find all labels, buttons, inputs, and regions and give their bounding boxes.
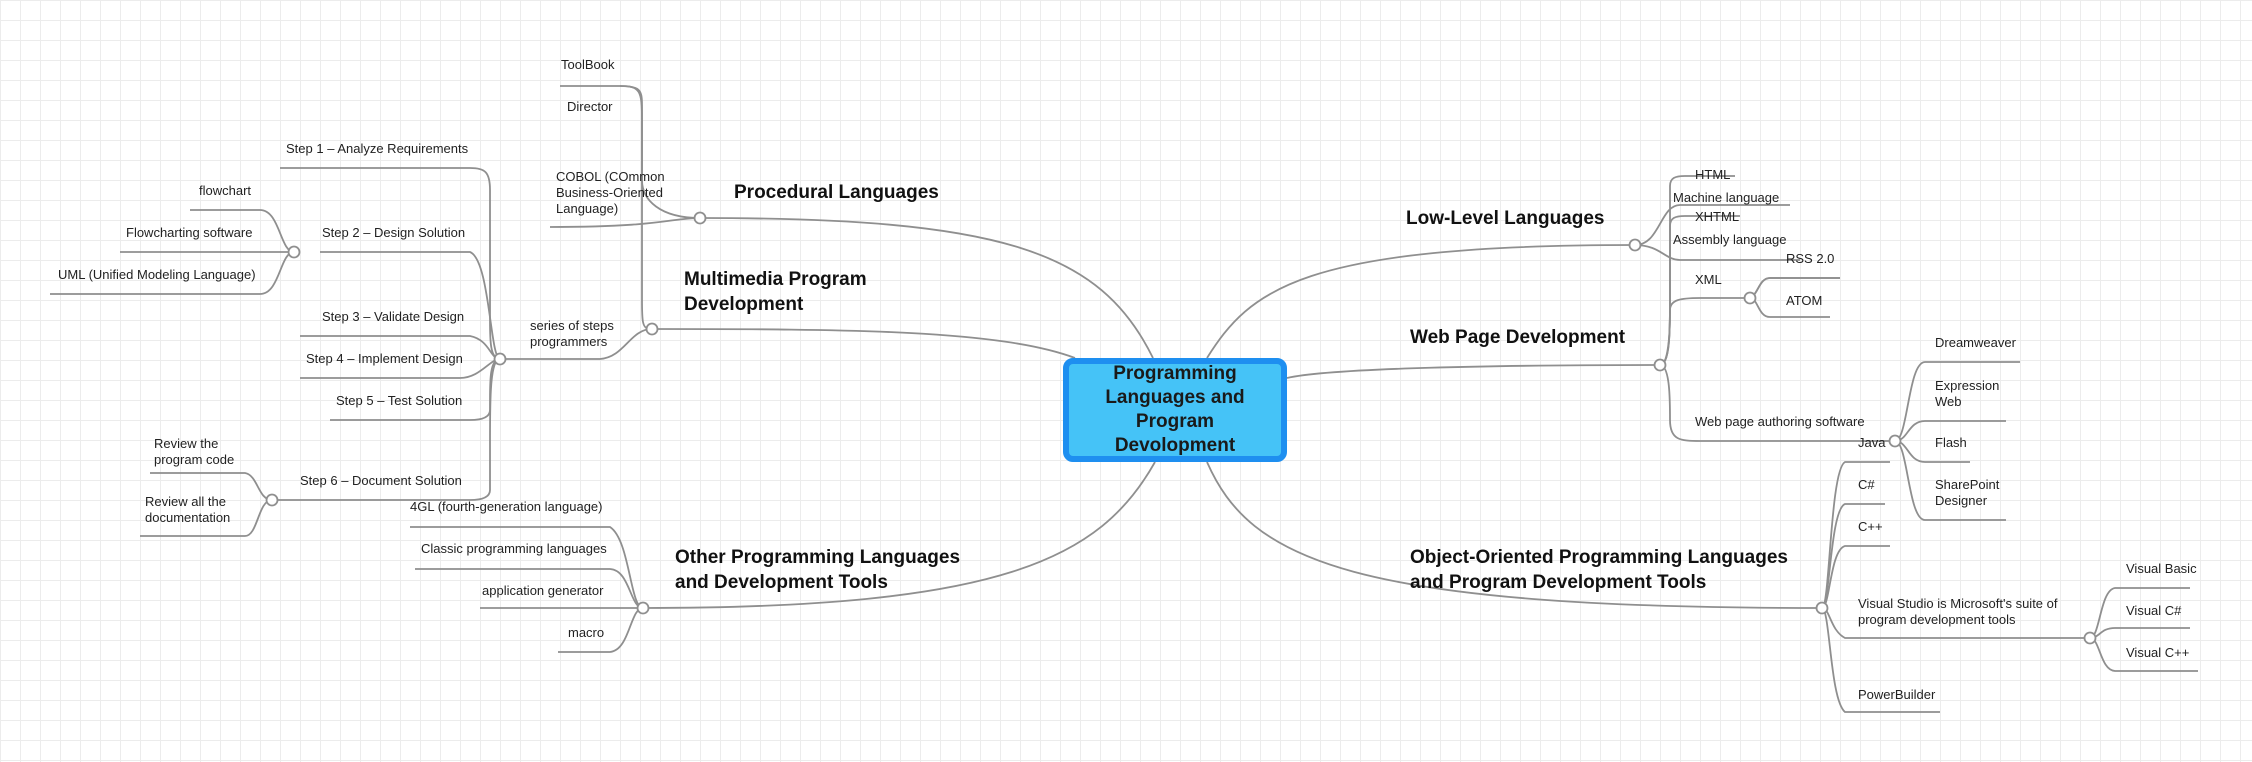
branch-procedural-languages[interactable]: Procedural Languages xyxy=(734,182,939,203)
node-dot xyxy=(1628,238,1642,252)
branch-web-page-development[interactable]: Web Page Development xyxy=(1410,327,1626,348)
node-visual-cpp[interactable]: Visual C++ xyxy=(2126,645,2190,660)
node-series-of-steps[interactable]: series of steps programmers xyxy=(530,318,614,349)
node-cobol[interactable]: COBOL (COmmon Business‐Oriented Language… xyxy=(556,169,665,216)
node-step-6[interactable]: Step 6 – Document Solution xyxy=(300,473,462,488)
node-dot xyxy=(265,493,279,507)
node-step-3[interactable]: Step 3 – Validate Design xyxy=(322,309,465,324)
node-step-2[interactable]: Step 2 – Design Solution xyxy=(322,225,466,240)
node-dot xyxy=(1815,601,1829,615)
node-macro[interactable]: macro xyxy=(568,625,605,640)
node-visual-csharp[interactable]: Visual C# xyxy=(2126,603,2182,618)
node-review-code[interactable]: Review the program code xyxy=(154,436,235,467)
node-atom[interactable]: ATOM xyxy=(1786,293,1823,308)
node-toolbook[interactable]: ToolBook xyxy=(561,57,615,72)
center-topic-label: Programming Languages and Program Devolo… xyxy=(1105,363,1245,456)
node-review-docs[interactable]: Review all the documentation xyxy=(145,494,231,525)
branch-oop-languages[interactable]: Object‐Oriented Programming Languages an… xyxy=(1410,547,1788,593)
node-step-4[interactable]: Step 4 – Implement Design xyxy=(306,351,463,366)
branch-multimedia-development[interactable]: Multimedia Program Development xyxy=(684,269,867,315)
node-classic-languages[interactable]: Classic programming languages xyxy=(421,541,607,556)
node-dot xyxy=(1743,291,1757,305)
node-html[interactable]: HTML xyxy=(1695,167,1731,182)
node-dreamweaver[interactable]: Dreamweaver xyxy=(1935,335,2016,350)
node-flowchart[interactable]: flowchart xyxy=(199,183,252,198)
branch-low-level-languages[interactable]: Low‐Level Languages xyxy=(1406,208,1605,229)
node-step-5[interactable]: Step 5 – Test Solution xyxy=(336,393,463,408)
branch-other-languages[interactable]: Other Programming Languages and Developm… xyxy=(675,547,961,593)
node-dot xyxy=(287,245,301,259)
node-authoring-software[interactable]: Web page authoring software xyxy=(1695,414,1865,429)
node-machine-language[interactable]: Machine language xyxy=(1673,190,1780,205)
center-topic[interactable]: Programming Languages and Program Devolo… xyxy=(1063,358,1287,462)
node-dot xyxy=(2083,631,2097,645)
node-dot xyxy=(1653,358,1667,372)
node-dot xyxy=(636,601,650,615)
node-assembly-language[interactable]: Assembly language xyxy=(1673,232,1787,247)
node-xml[interactable]: XML xyxy=(1695,272,1722,287)
node-flowcharting-software[interactable]: Flowcharting software xyxy=(126,225,253,240)
node-dot xyxy=(1888,434,1902,448)
node-application-generator[interactable]: application generator xyxy=(482,583,604,598)
node-java[interactable]: Java xyxy=(1858,435,1886,450)
node-expression-web[interactable]: Expression Web xyxy=(1935,378,2000,409)
node-cpp[interactable]: C++ xyxy=(1858,519,1883,534)
node-dot xyxy=(645,322,659,336)
node-flash[interactable]: Flash xyxy=(1935,435,1967,450)
node-sharepoint-designer[interactable]: SharePoint Designer xyxy=(1935,477,2000,508)
node-dot xyxy=(693,211,707,225)
node-4gl[interactable]: 4GL (fourth‐generation language) xyxy=(410,499,603,514)
node-xhtml[interactable]: XHTML xyxy=(1695,209,1740,224)
node-visual-basic[interactable]: Visual Basic xyxy=(2126,561,2197,576)
node-powerbuilder[interactable]: PowerBuilder xyxy=(1858,687,1936,702)
node-director[interactable]: Director xyxy=(567,99,613,114)
node-rss[interactable]: RSS 2.0 xyxy=(1786,251,1835,266)
node-step-1[interactable]: Step 1 – Analyze Requirements xyxy=(286,141,469,156)
node-csharp[interactable]: C# xyxy=(1858,477,1875,492)
node-visual-studio[interactable]: Visual Studio is Microsoft's suite of pr… xyxy=(1858,596,2058,627)
node-dot xyxy=(493,352,507,366)
node-uml[interactable]: UML (Unified Modeling Language) xyxy=(58,267,256,282)
